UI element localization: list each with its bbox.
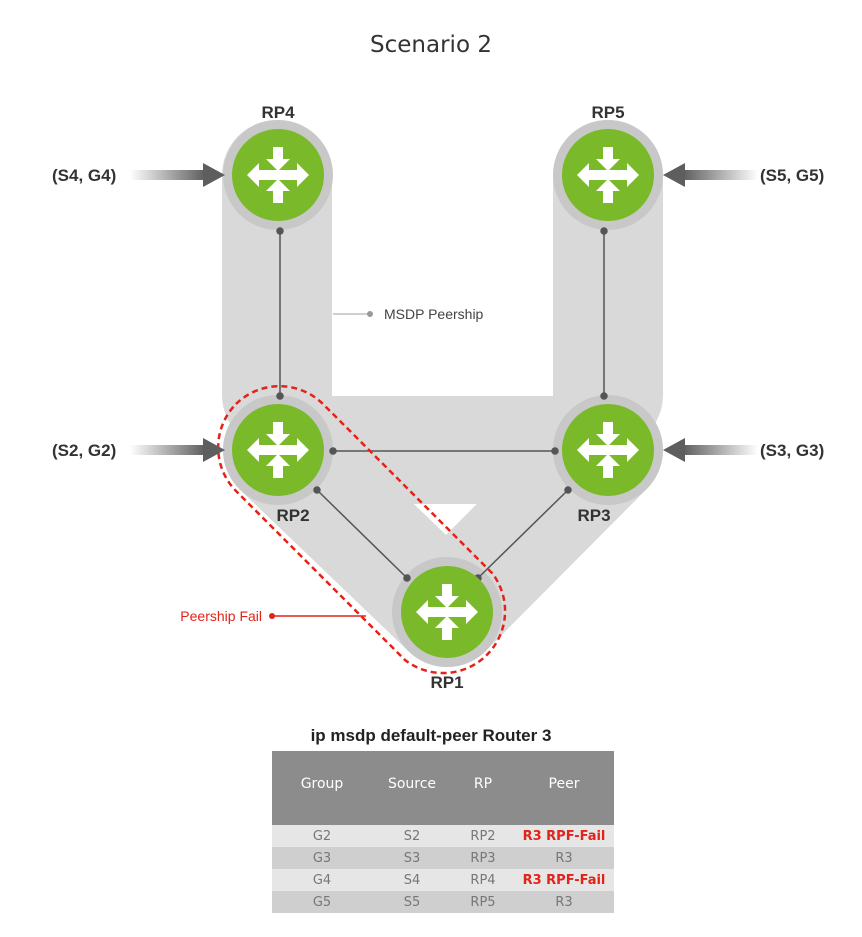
column-header-source: Source bbox=[372, 751, 452, 825]
table-title: ip msdp default-peer Router 3 bbox=[310, 726, 552, 745]
router-label-rp1: RP1 bbox=[430, 673, 463, 692]
cell-rp: RP3 bbox=[452, 847, 514, 869]
cell-rp: RP4 bbox=[452, 869, 514, 891]
table-row: G2 S2 RP2 R3 RPF-Fail bbox=[272, 825, 614, 847]
column-header-group: Group bbox=[272, 751, 372, 825]
cell-rp: RP2 bbox=[452, 825, 514, 847]
router-rp2 bbox=[232, 404, 324, 496]
diagram-title: Scenario 2 bbox=[370, 32, 492, 58]
source-arrow-rp2 bbox=[130, 438, 225, 462]
router-rp1 bbox=[401, 566, 493, 658]
cell-peer: R3 bbox=[514, 891, 614, 913]
source-label-s4-g4: (S4, G4) bbox=[52, 166, 116, 185]
cell-source: S2 bbox=[372, 825, 452, 847]
router-rp4 bbox=[232, 129, 324, 221]
cell-source: S5 bbox=[372, 891, 452, 913]
table-row: G4 S4 RP4 R3 RPF-Fail bbox=[272, 869, 614, 891]
column-header-peer: Peer bbox=[514, 751, 614, 825]
router-rp3 bbox=[562, 404, 654, 496]
sa-cache-table: Group Source RP Peer G2 S2 RP2 R3 RPF-Fa… bbox=[272, 751, 614, 913]
cell-rp: RP5 bbox=[452, 891, 514, 913]
cell-source: S4 bbox=[372, 869, 452, 891]
cell-peer: R3 bbox=[514, 847, 614, 869]
peer-links bbox=[276, 227, 608, 582]
peership-fail-leader bbox=[269, 613, 366, 619]
peership-callout: MSDP Peership bbox=[384, 306, 484, 322]
table-row: G5 S5 RP5 R3 bbox=[272, 891, 614, 913]
cell-source: S3 bbox=[372, 847, 452, 869]
cell-peer: R3 RPF-Fail bbox=[514, 825, 614, 847]
source-arrow-rp3 bbox=[663, 438, 758, 462]
source-label-s5-g5: (S5, G5) bbox=[760, 166, 824, 185]
router-label-rp5: RP5 bbox=[591, 103, 624, 122]
peership-callout-leader bbox=[333, 311, 373, 317]
router-label-rp4: RP4 bbox=[261, 103, 295, 122]
cell-group: G5 bbox=[272, 891, 372, 913]
source-label-s2-g2: (S2, G2) bbox=[52, 441, 116, 460]
column-header-rp: RP bbox=[452, 751, 514, 825]
source-label-s3-g3: (S3, G3) bbox=[760, 441, 824, 460]
router-label-rp2: RP2 bbox=[276, 506, 309, 525]
peership-fail-boundary bbox=[217, 385, 507, 675]
cell-group: G4 bbox=[272, 869, 372, 891]
router-label-rp3: RP3 bbox=[577, 506, 610, 525]
router-rp5 bbox=[562, 129, 654, 221]
table-row: G3 S3 RP3 R3 bbox=[272, 847, 614, 869]
table-header-row: Group Source RP Peer bbox=[272, 751, 614, 825]
cell-group: G3 bbox=[272, 847, 372, 869]
peership-fail-callout: Peership Fail bbox=[180, 608, 262, 624]
source-arrow-rp5 bbox=[663, 163, 758, 187]
source-arrow-rp4 bbox=[130, 163, 225, 187]
cell-peer: R3 RPF-Fail bbox=[514, 869, 614, 891]
cell-group: G2 bbox=[272, 825, 372, 847]
